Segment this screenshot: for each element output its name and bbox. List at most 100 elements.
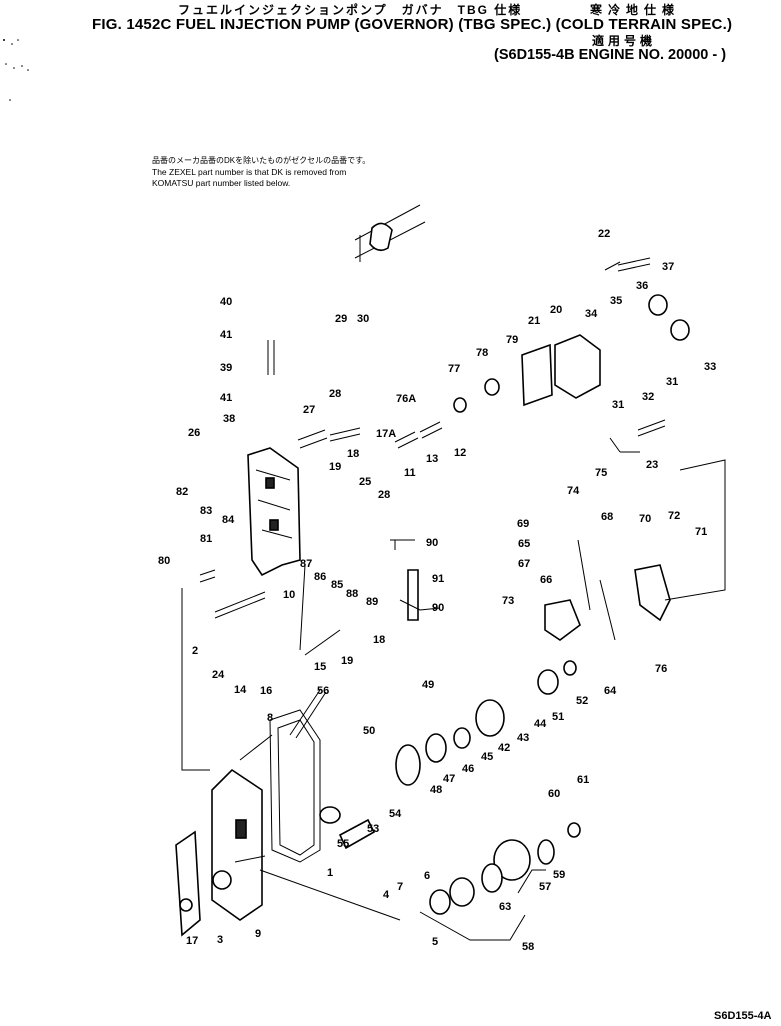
callout: 16 [260,685,272,697]
callout: 51 [552,711,564,723]
callout: 41 [220,392,232,404]
callout: 13 [426,453,438,465]
flyweight-assembly [319,660,581,915]
callout: 18 [373,634,385,646]
callout: 22 [598,228,610,240]
callout: 45 [481,751,493,763]
callout: 58 [522,941,534,953]
callout: 11 [404,467,416,479]
callout: 37 [662,261,674,273]
callout: 24 [212,669,225,681]
bolts [199,257,666,739]
callout: 26 [188,427,200,439]
callout: 81 [200,533,212,545]
callout: 67 [518,558,530,570]
callout: 74 [567,485,580,497]
drawing-code: S6D155-4A [714,1010,772,1022]
callout: 38 [223,413,235,425]
callout: 89 [366,596,378,608]
callout: 52 [576,695,588,707]
callout: 61 [577,774,589,786]
callout: 80 [158,555,170,567]
callout: 77 [448,363,460,375]
callout: 6 [424,870,430,882]
callout: 42 [498,742,510,754]
callout: 59 [553,869,565,881]
callout: 19 [341,655,353,667]
pump-body-fragment [354,204,426,262]
callout: 21 [528,315,540,327]
callout: 90 [432,602,444,614]
japanese-spec-label: 寒冷地仕様 [590,3,681,17]
callout: 27 [303,404,315,416]
callout: 10 [283,589,295,601]
callout: 54 [389,808,402,820]
callout: 88 [346,588,358,600]
callout: 14 [234,684,247,696]
callout: 2 [192,645,198,657]
callout: 46 [462,763,474,775]
callout: 50 [363,725,375,737]
callout: 39 [220,362,232,374]
callout: 5 [432,936,438,948]
callout: 79 [506,334,518,346]
callout: 15 [314,661,326,673]
callout: 83 [200,505,212,517]
callout: 55 [337,838,349,850]
callout: 40 [220,296,232,308]
callout-labels: 22 37 36 35 34 20 21 79 78 77 33 31 32 3… [158,228,716,953]
callout: 82 [176,486,188,498]
leader-lines [181,261,726,941]
callout: 25 [359,476,371,488]
callout: 33 [704,361,716,373]
callout: 28 [378,489,390,501]
japanese-applicable-label: 適用号機 [592,34,657,48]
engine-number: (S6D155-4B ENGINE NO. 20000 - ) [494,47,727,63]
governor-housing [247,447,301,577]
callout: 34 [585,308,598,320]
callout: 7 [397,881,403,893]
callout: 68 [601,511,613,523]
callout: 49 [422,679,434,691]
callout: 91 [432,573,444,585]
callout: 28 [329,388,341,400]
callout: 56 [317,685,329,697]
callout: 84 [222,514,235,526]
callout: 53 [367,823,379,835]
callout: 29 [335,313,347,325]
plate [175,830,201,937]
callout: 76A [396,393,416,405]
callout: 1 [327,867,333,879]
callout: 23 [646,459,658,471]
callout: 36 [636,280,648,292]
callout: 32 [642,391,654,403]
control-lever-assembly [407,539,671,641]
callout: 20 [550,304,562,316]
callout: 43 [517,732,529,744]
callout: 63 [499,901,511,913]
callout: 78 [476,347,488,359]
scan-speckles [3,39,29,101]
callout: 41 [220,329,232,341]
callout: 18 [347,448,359,460]
gasket [269,709,321,863]
callout: 35 [610,295,622,307]
callout: 9 [255,928,261,940]
callout: 71 [695,526,707,538]
callout: 17A [376,428,396,440]
callout: 47 [443,773,455,785]
callout: 76 [655,663,667,675]
callout: 64 [604,685,617,697]
callout: 4 [383,889,390,901]
callout: 69 [517,518,529,530]
figure-title: FIG. 1452C FUEL INJECTION PUMP (GOVERNOR… [92,16,733,33]
callout: 75 [595,467,607,479]
callout: 30 [357,313,369,325]
callout: 31 [666,376,678,388]
callout: 3 [217,934,223,946]
governor-cover [211,768,263,921]
callout: 70 [639,513,651,525]
callout: 12 [454,447,466,459]
callout: 72 [668,510,680,522]
